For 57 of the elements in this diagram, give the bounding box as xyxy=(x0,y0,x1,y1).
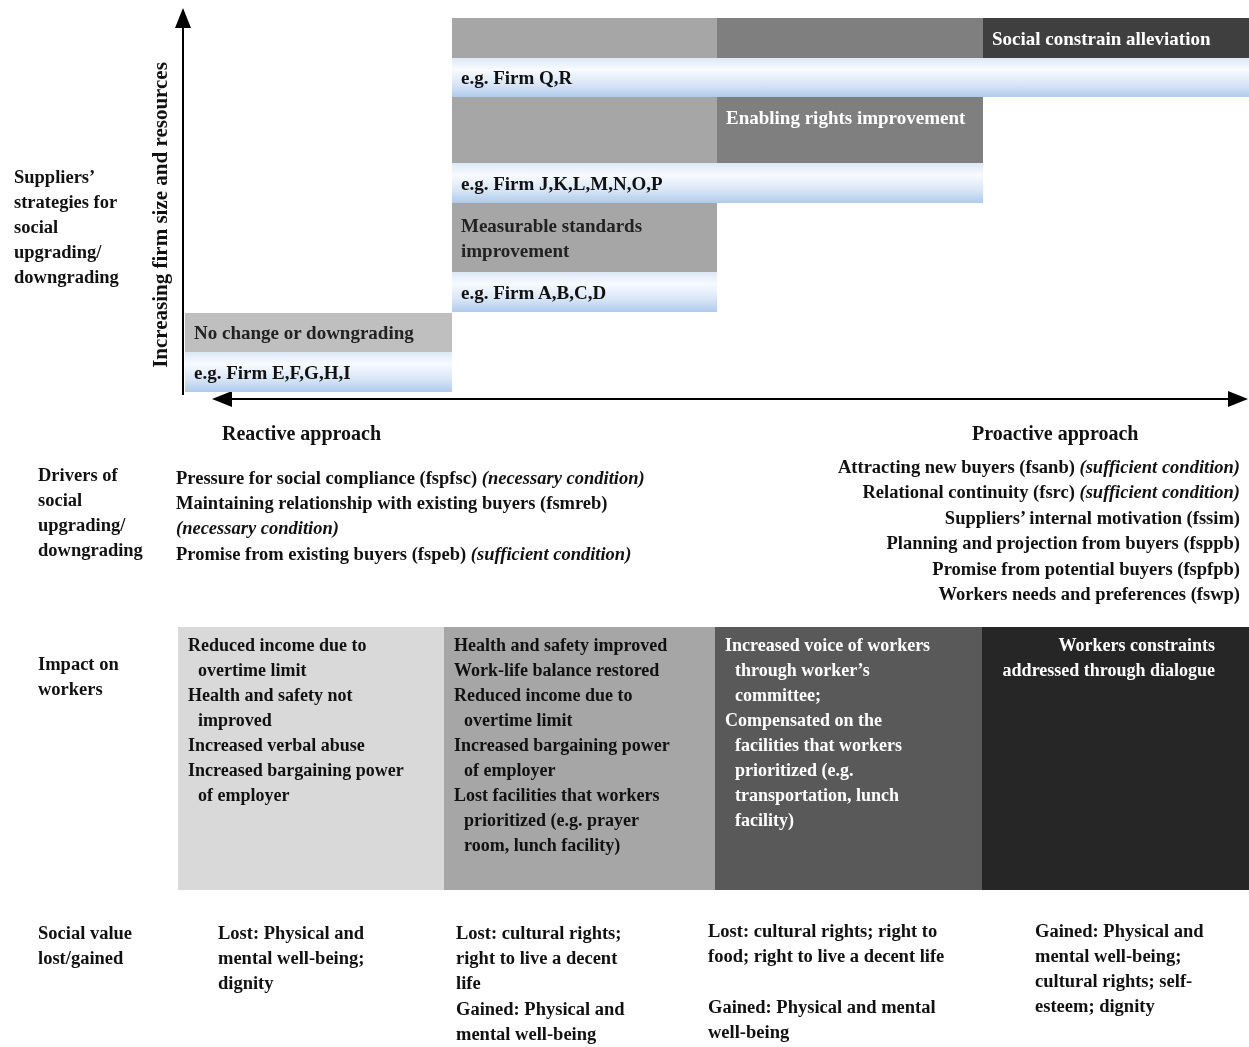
impact-item: Reduced income due to overtime limit xyxy=(454,684,634,732)
firm-example-bar xyxy=(452,58,1249,97)
driver-text: Workers needs and preferences (fswp) xyxy=(937,583,1240,606)
social-value-text: Gained: Physical and mental well-being xyxy=(456,998,626,1046)
driver-text: Promise from potential buyers (fspfpb) xyxy=(931,558,1240,581)
impact-item: Health and safety improved xyxy=(454,634,669,657)
impact-item: Compensated on the facilities that workers prioritized (e.g. transportation, lunch facility) xyxy=(725,709,903,832)
driver-text: Planning and projection from buyers (fsppb) xyxy=(885,532,1240,555)
driver-text: Maintaining relationship with existing buyers (fsmreb) (necessary condition) xyxy=(176,492,609,540)
impact-item: Workers constraints addressed through dialogue xyxy=(1001,634,1215,682)
row-heading: Suppliers’ strategies for social upgrading/ downgrading xyxy=(14,166,120,289)
impact-item: Increased voice of workers through worker’s committee; xyxy=(725,634,932,707)
firm-example-bar xyxy=(452,272,717,312)
impact-item: Lost facilities that workers prioritized (e.g. prayer room, lunch facility) xyxy=(454,784,661,857)
impact-panel xyxy=(178,627,444,890)
social-value-text: Lost: cultural rights; right to food; right to live a decent life xyxy=(708,920,946,968)
column-heading: Proactive approach xyxy=(972,421,1140,446)
bar-segment xyxy=(717,18,983,58)
row-heading: Drivers of social upgrading/ downgrading xyxy=(38,464,144,562)
social-value-text: Lost: cultural rights; right to live a decent life xyxy=(456,922,623,995)
impact-item: Health and safety not improved xyxy=(188,684,354,732)
driver-text: Attracting new buyers (fsanb) (sufficient condition) xyxy=(836,456,1240,479)
strategy-bar xyxy=(452,203,717,272)
social-value-text: Gained: Physical and mental well-being xyxy=(708,996,937,1044)
bar-segment xyxy=(452,97,717,163)
social-value-text: Lost: Physical and mental well-being; dignity xyxy=(218,922,366,995)
impact-panel xyxy=(444,627,715,890)
column-heading: Reactive approach xyxy=(222,421,383,446)
bar-label: e.g. Firm E,F,G,H,I xyxy=(194,360,351,385)
bar-label: e.g. Firm J,K,L,M,N,O,P xyxy=(461,171,663,196)
row-heading: Social value lost/gained xyxy=(38,922,134,970)
strategy-bar xyxy=(185,313,452,352)
driver-text: Pressure for social compliance (fspfsc) (necessary condition) xyxy=(176,467,646,490)
bar-label: No change or downgrading xyxy=(194,321,414,345)
bar-label: Enabling rights improvement xyxy=(726,106,966,130)
bar-label: Social constrain alleviation xyxy=(992,26,1211,51)
driver-text: Relational continuity (fsrc) (sufficient condition) xyxy=(861,481,1240,504)
bar-label: e.g. Firm Q,R xyxy=(461,66,573,90)
impact-panel xyxy=(982,627,1249,890)
bar-label: Measurable standards improvement xyxy=(461,213,644,263)
driver-text: Promise from existing buyers (fspeb) (sufficient condition) xyxy=(176,543,633,566)
social-value-text: Gained: Physical and mental well-being; cultural rights; self-esteem; dignity xyxy=(1035,920,1205,1018)
impact-item: Increased bargaining power of employer xyxy=(454,734,671,782)
bar-segment xyxy=(452,18,717,58)
impact-item: Reduced income due to overtime limit xyxy=(188,634,368,682)
driver-text: Suppliers’ internal motivation (fssim) xyxy=(943,507,1240,530)
bar-label: e.g. Firm A,B,C,D xyxy=(461,280,607,305)
impact-panel xyxy=(715,627,982,890)
strategy-bar xyxy=(983,18,1249,58)
strategy-bar xyxy=(717,97,983,163)
impact-item: Increased verbal abuse xyxy=(188,734,366,757)
axis-label: Increasing firm size and resources xyxy=(148,61,173,370)
impact-item: Increased bargaining power of employer xyxy=(188,759,405,807)
firm-example-bar xyxy=(452,163,983,203)
row-heading: Impact on workers xyxy=(38,653,120,701)
firm-example-bar xyxy=(185,352,452,392)
impact-item: Work-life balance restored xyxy=(454,659,661,682)
